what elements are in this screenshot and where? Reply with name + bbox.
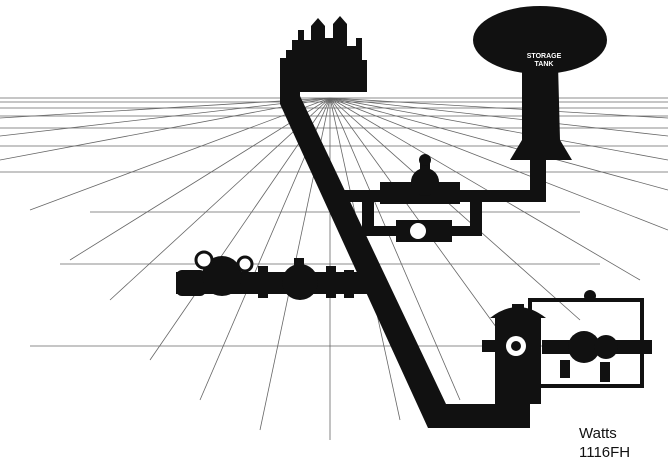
- pump-assembly: [176, 252, 376, 300]
- tank-label-line2: TANK: [535, 61, 554, 68]
- grid-radial-line: [330, 98, 668, 230]
- model-caption: Watts 1116FH: [579, 424, 630, 462]
- tank-label-line1: STORAGE: [527, 53, 562, 60]
- main-pipe: [280, 88, 530, 428]
- grid-radial-line: [330, 98, 640, 280]
- grid-radial-line: [330, 98, 668, 160]
- caption-model: 1116FH: [579, 443, 630, 462]
- grid-radial-line: [330, 98, 668, 136]
- hydrant-backflow-assembly: [482, 290, 652, 404]
- grid-radial-line: [330, 98, 668, 190]
- caption-brand: Watts: [579, 424, 630, 443]
- city-skyline: [280, 16, 367, 92]
